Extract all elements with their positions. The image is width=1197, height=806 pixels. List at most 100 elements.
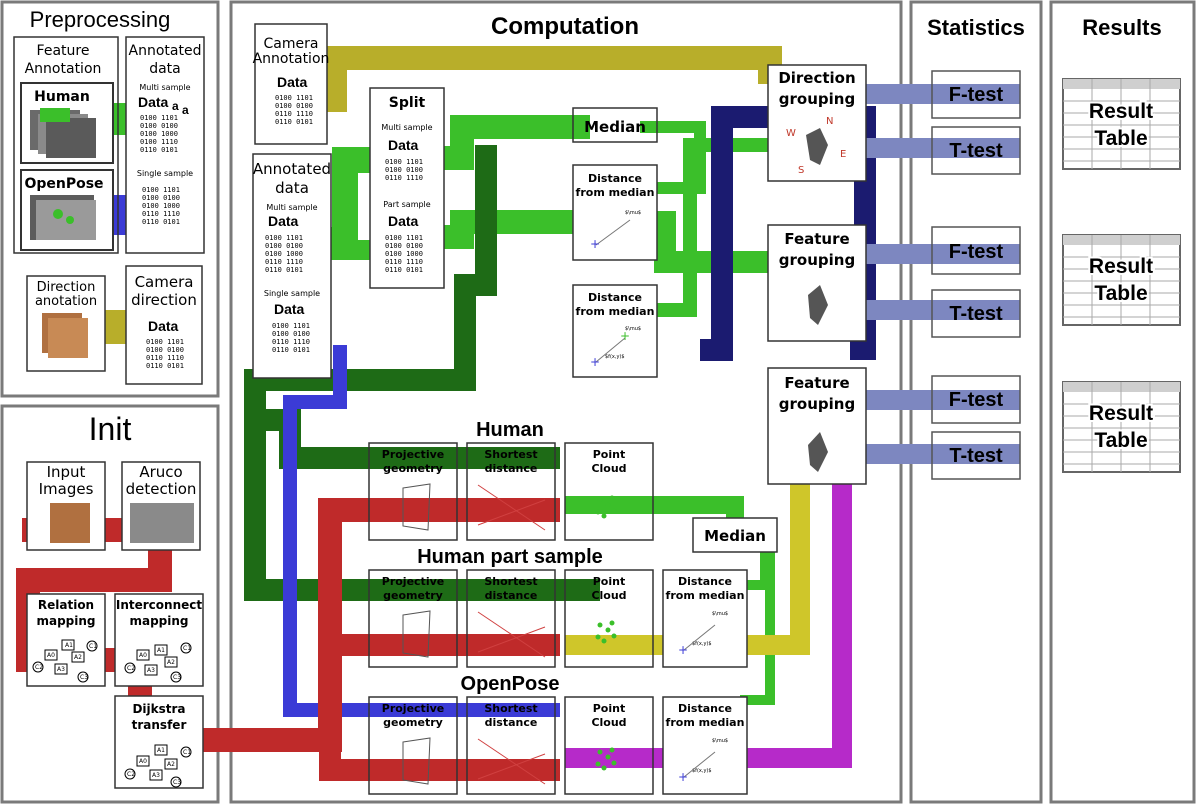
flow-red-op: [319, 740, 560, 781]
feature-annotation-label-2: Annotation: [25, 61, 102, 77]
feature-figure-1: [808, 285, 828, 325]
distance-median-label-op: Distance: [678, 702, 732, 715]
svg-text:0100 1000: 0100 1000: [140, 130, 178, 138]
svg-text:0110 1110: 0110 1110: [275, 110, 313, 118]
median-box-lower: [692, 517, 778, 553]
shortest-distance-box-hp: [466, 569, 556, 668]
shortest-distance-label-op: Shortest: [484, 702, 537, 715]
results-title: Results: [1082, 15, 1161, 40]
comp-multi-sample-label: Multi sample: [266, 203, 317, 212]
direction-grouping-label: Direction: [778, 69, 855, 87]
data-word-split-part: Data: [388, 213, 419, 229]
annotated-data-label: Annotated: [129, 43, 202, 59]
shortest-line-a-op: [477, 738, 546, 785]
svg-text:0110 1110: 0110 1110: [146, 354, 184, 362]
point-cloud-label-op: Point: [593, 702, 625, 715]
svg-text:0110 0101: 0110 0101: [140, 146, 178, 154]
flow-green-lower: [740, 545, 775, 705]
feature-annotation-box: [13, 36, 119, 254]
distance-median-box-hp: [662, 569, 748, 668]
result-table-1-label-b: Table: [1094, 127, 1147, 150]
svg-text:C1: C1: [183, 645, 191, 652]
distance-median-box-2: [572, 284, 658, 378]
t-test-box-1: [931, 126, 1021, 175]
shortest-line-a-human: [477, 484, 546, 531]
point-cloud-box-human: [564, 442, 654, 541]
feature-grouping-label-2: Feature: [784, 374, 849, 392]
svg-text:C2: C2: [35, 664, 43, 671]
annotated-data-comp-label-2: data: [275, 179, 309, 197]
annotated-data-comp-label: Annotated: [253, 160, 331, 178]
shortest-distance-label-hp: Shortest: [484, 575, 537, 588]
svg-text:0110 1110: 0110 1110: [265, 258, 303, 266]
svg-text:0100 1000: 0100 1000: [265, 250, 303, 258]
svg-text:0100 0100: 0100 0100: [275, 102, 313, 110]
svg-text:0100 1101: 0100 1101: [146, 338, 184, 346]
mu-label-1: $\mu$: [625, 210, 641, 216]
camera-direction-label-2: direction: [131, 291, 197, 309]
input-images-photo: [50, 503, 90, 543]
point-cloud-label-hp: Point: [593, 575, 625, 588]
t-test-label-3: T-test: [949, 445, 1003, 467]
flow-magenta: [565, 370, 852, 768]
dijkstra-transfer-label: Dijkstra: [132, 702, 185, 716]
split-part-label: Part sample: [383, 200, 431, 209]
direction-anotation-label: Direction: [37, 280, 96, 295]
point-cloud-label-op-b: Cloud: [591, 716, 626, 729]
annotated-data-comp-box: [252, 153, 332, 379]
svg-text:C3: C3: [80, 674, 88, 681]
projective-shape-human: [402, 483, 431, 531]
direction-figure: [806, 128, 828, 165]
distance-median-box-1: [572, 164, 658, 261]
svg-text:0110 0101: 0110 0101: [275, 118, 313, 126]
feature-grouping-label-1: Feature: [784, 230, 849, 248]
svg-text:0110 0101: 0110 0101: [265, 266, 303, 274]
point-cloud-dots-hp: [595, 620, 617, 644]
data-word-split-multi: Data: [388, 137, 419, 153]
feature-grouping-label-1b: grouping: [779, 251, 855, 269]
result-tables: Result Table Result Table Re: [1062, 78, 1181, 473]
svg-text:0100 1101: 0100 1101: [142, 186, 180, 194]
svg-text:0110 0101: 0110 0101: [272, 346, 310, 354]
svg-text:0100 0100: 0100 0100: [272, 330, 310, 338]
distance-median-box-op: [662, 696, 748, 795]
distance-vector-op: [683, 751, 716, 778]
svg-text:0100 1000: 0100 1000: [142, 202, 180, 210]
aruco-detection-label: Aruco: [139, 463, 182, 481]
data-word-comp-single: Data: [274, 301, 305, 317]
projective-geometry-label-op: Projective: [382, 702, 444, 715]
distance-median-label-2: Distance: [588, 291, 642, 304]
human-row-title: Human: [476, 419, 544, 441]
feature-figure-2: [808, 432, 828, 472]
f-test-label-2: F-test: [949, 241, 1004, 263]
plus-blue-hp: +: [678, 643, 688, 657]
svg-text:A1: A1: [65, 642, 73, 649]
xy-label-hp: $f(x,y)$: [692, 641, 712, 647]
projective-geometry-label-hp-b: geometry: [383, 589, 443, 602]
comp-single-sample-label: Single sample: [264, 289, 320, 298]
svg-text:W: W: [786, 128, 796, 139]
svg-text:S: S: [798, 165, 804, 176]
split-label: Split: [389, 95, 426, 111]
interconnect-mapping-label-2: mapping: [129, 614, 188, 628]
svg-text:0100 0100: 0100 0100: [140, 122, 178, 130]
split-box: [369, 87, 445, 289]
flow-pointcloud-to-median: [565, 496, 744, 520]
split-multi-label: Multi sample: [381, 123, 432, 132]
dijkstra-transfer-label-2: transfer: [132, 718, 187, 732]
svg-text:0100 1110: 0100 1110: [140, 138, 178, 146]
projective-geometry-label-human: Projective: [382, 448, 444, 461]
data-subscript-2: a: [182, 103, 189, 117]
human-part-row-title: Human part sample: [417, 546, 603, 568]
svg-text:C1: C1: [89, 643, 97, 650]
shortest-line-b-op: [477, 753, 546, 780]
svg-text:C3: C3: [173, 674, 181, 681]
shortest-distance-label-hp-b: distance: [485, 589, 538, 602]
svg-text:0110 1110: 0110 1110: [385, 174, 423, 182]
shortest-line-a-hp: [477, 611, 546, 658]
